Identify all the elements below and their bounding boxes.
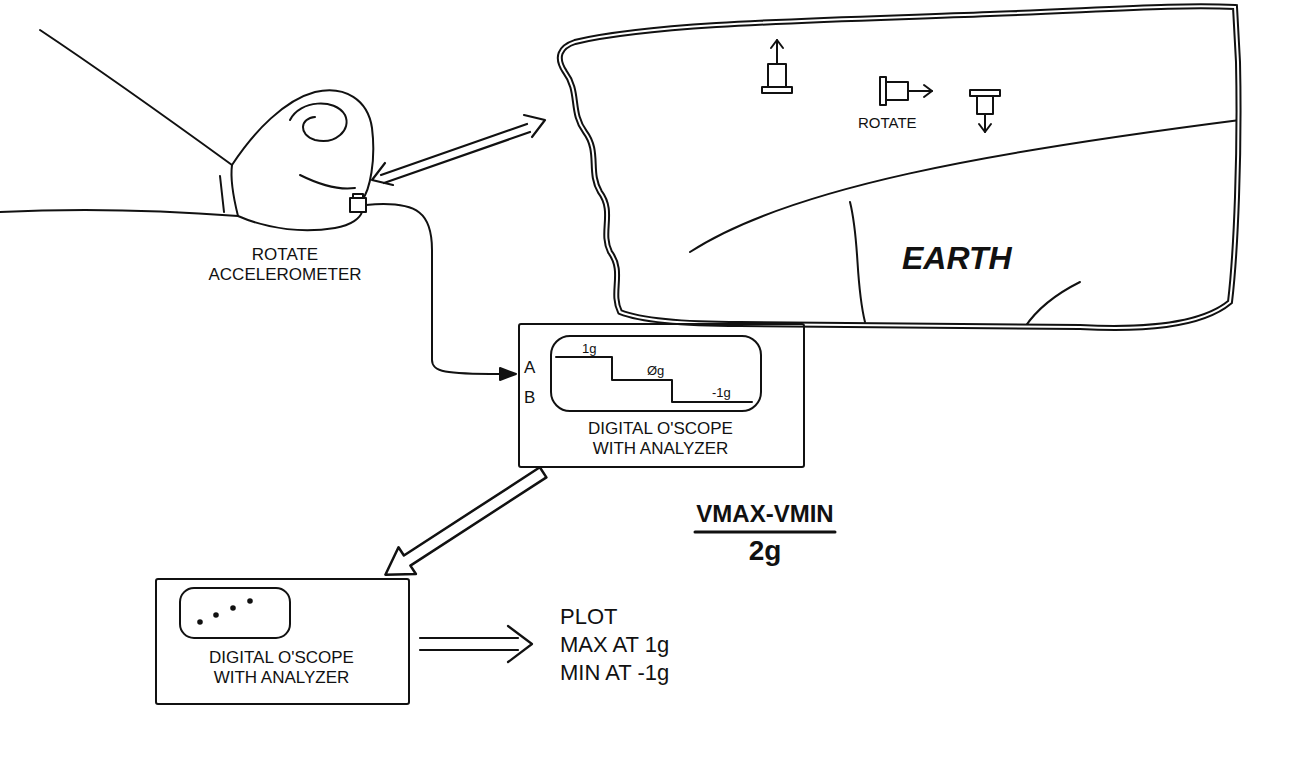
rotate-note: ROTATE (858, 114, 917, 131)
note-text: MIN AT -1g (560, 660, 669, 685)
hand-illustration (0, 30, 373, 230)
pin-label: A (524, 358, 535, 378)
scope-screen (180, 588, 290, 638)
oscilloscope-box: DIGITAL O'SCOPE WITH ANALYZER (155, 578, 410, 705)
step-trace (556, 357, 752, 402)
hollow-arrow (385, 467, 546, 574)
earth-outline (540, 2, 1245, 337)
note-text: PLOT (560, 604, 617, 629)
pin-label: B (524, 388, 535, 408)
note-text: MAX AT 1g (560, 632, 669, 657)
earth-region: ROTATE EARTH (540, 2, 1245, 337)
level-label: 1g (582, 342, 596, 357)
fraction-bar (695, 531, 835, 534)
double-arrow (372, 115, 545, 185)
implies-arrow (420, 626, 532, 662)
box-title: DIGITAL O'SCOPE WITH ANALYZER (571, 419, 751, 458)
part-label: ROTATE ACCELEROMETER (200, 245, 370, 284)
signal-wire (366, 204, 516, 380)
oscilloscope-box: DIGITAL O'SCOPE WITH ANALYZER 1gØg -1g (518, 323, 805, 468)
earth-label: EARTH (902, 240, 1012, 277)
earth-terrain (690, 120, 1240, 327)
accelerometer-icons (762, 40, 1000, 132)
level-label: -1g (712, 386, 731, 401)
formula-denominator: 2g (675, 535, 855, 567)
scope-screen: 1gØg -1g (550, 335, 762, 412)
level-label: Øg (647, 364, 664, 379)
box-title: DIGITAL O'SCOPE WITH ANALYZER (192, 648, 372, 687)
earth-outline-inner (560, 6, 1239, 328)
earth-outline-outer (560, 6, 1239, 328)
formula-numerator: VMAX-VMIN (675, 500, 855, 528)
